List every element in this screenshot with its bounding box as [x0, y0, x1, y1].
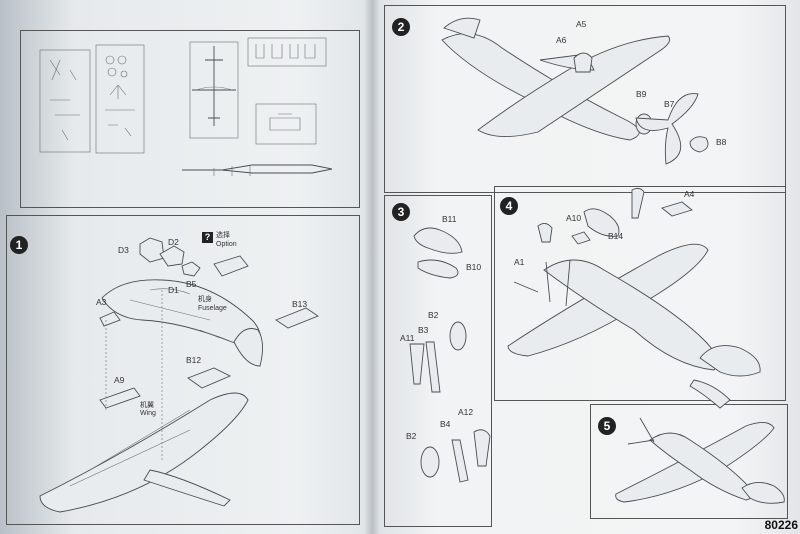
part-label-b9: B9 — [636, 89, 647, 99]
part-label-b5: B5 — [186, 279, 197, 289]
step-5-aircraft-drawing — [615, 417, 785, 504]
step-3-main-gear-1-drawing — [409, 321, 467, 393]
part-label-d2: D2 — [168, 237, 179, 247]
sprue-fuselage-drawing — [182, 164, 333, 176]
sprue-a-drawing — [39, 44, 145, 154]
step-5-badge: 5 — [598, 417, 616, 435]
step-2-propeller-drawing — [635, 93, 709, 165]
part-label-a9: A9 — [114, 375, 125, 385]
product-code: 80226 — [764, 518, 798, 532]
sprue-c-drawing — [247, 37, 327, 145]
part-label-b2-upper: B2 — [428, 310, 439, 320]
part-label-b2-lower: B2 — [406, 431, 417, 441]
step-4-upper-parts-drawing — [537, 187, 693, 245]
part-label-a12: A12 — [458, 407, 474, 417]
part-label-a5: A5 — [576, 19, 587, 29]
step-1-badge: 1 — [10, 236, 28, 254]
fuselage-label-en: Fuselage — [198, 305, 227, 312]
part-label-b11: B11 — [442, 214, 457, 224]
step-4-panel — [494, 186, 786, 401]
option-label-en: Option — [216, 241, 237, 248]
step-1-small-parts-drawing — [99, 307, 319, 409]
step-1-fuselage-drawing — [101, 279, 263, 367]
part-label-b3: B3 — [418, 325, 429, 335]
step-3-drop-tank-drawing — [413, 227, 463, 279]
sprue-b-drawing — [189, 41, 239, 139]
part-label-b14: B14 — [608, 231, 624, 241]
sprue-overview-panel — [20, 30, 360, 208]
step-2-canopy-drawing — [573, 52, 593, 73]
step-4-aircraft-drawing — [507, 243, 761, 409]
step-4-gear-legs-drawing — [513, 259, 571, 307]
step-3-badge: 3 — [392, 203, 410, 221]
step-2-badge: 2 — [392, 18, 410, 36]
wing-label-en: Wing — [140, 410, 156, 417]
page-gutter — [364, 0, 380, 534]
fuselage-label-cn: 机身 — [198, 296, 212, 303]
part-label-b7: B7 — [664, 99, 675, 109]
part-label-b13: B13 — [292, 299, 308, 309]
step-3-panel — [384, 195, 492, 527]
option-label-cn: 选择 — [216, 232, 230, 239]
part-label-b10: B10 — [466, 262, 482, 272]
step-1-panel — [6, 215, 360, 525]
part-label-a3: A3 — [96, 297, 107, 307]
question-mark-icon: ? — [202, 232, 213, 243]
step-1-cockpit-parts-drawing — [139, 237, 249, 277]
step-3-main-gear-2-drawing — [420, 429, 491, 483]
step-1-wing-drawing — [39, 392, 249, 513]
part-label-d3: D3 — [118, 245, 129, 255]
part-label-b12: B12 — [186, 355, 202, 365]
part-label-d1: D1 — [168, 285, 179, 295]
part-label-b4: B4 — [440, 419, 451, 429]
step-5-panel — [590, 404, 788, 519]
part-label-a4: A4 — [684, 189, 695, 199]
step-4-badge: 4 — [500, 197, 518, 215]
wing-label-cn: 机翼 — [140, 402, 154, 409]
part-label-a6: A6 — [556, 35, 567, 45]
part-label-a10: A10 — [566, 213, 582, 223]
part-label-a1: A1 — [514, 257, 525, 267]
part-label-a11: A11 — [400, 333, 415, 343]
part-label-b8: B8 — [716, 137, 727, 147]
step-2-panel — [384, 5, 786, 193]
